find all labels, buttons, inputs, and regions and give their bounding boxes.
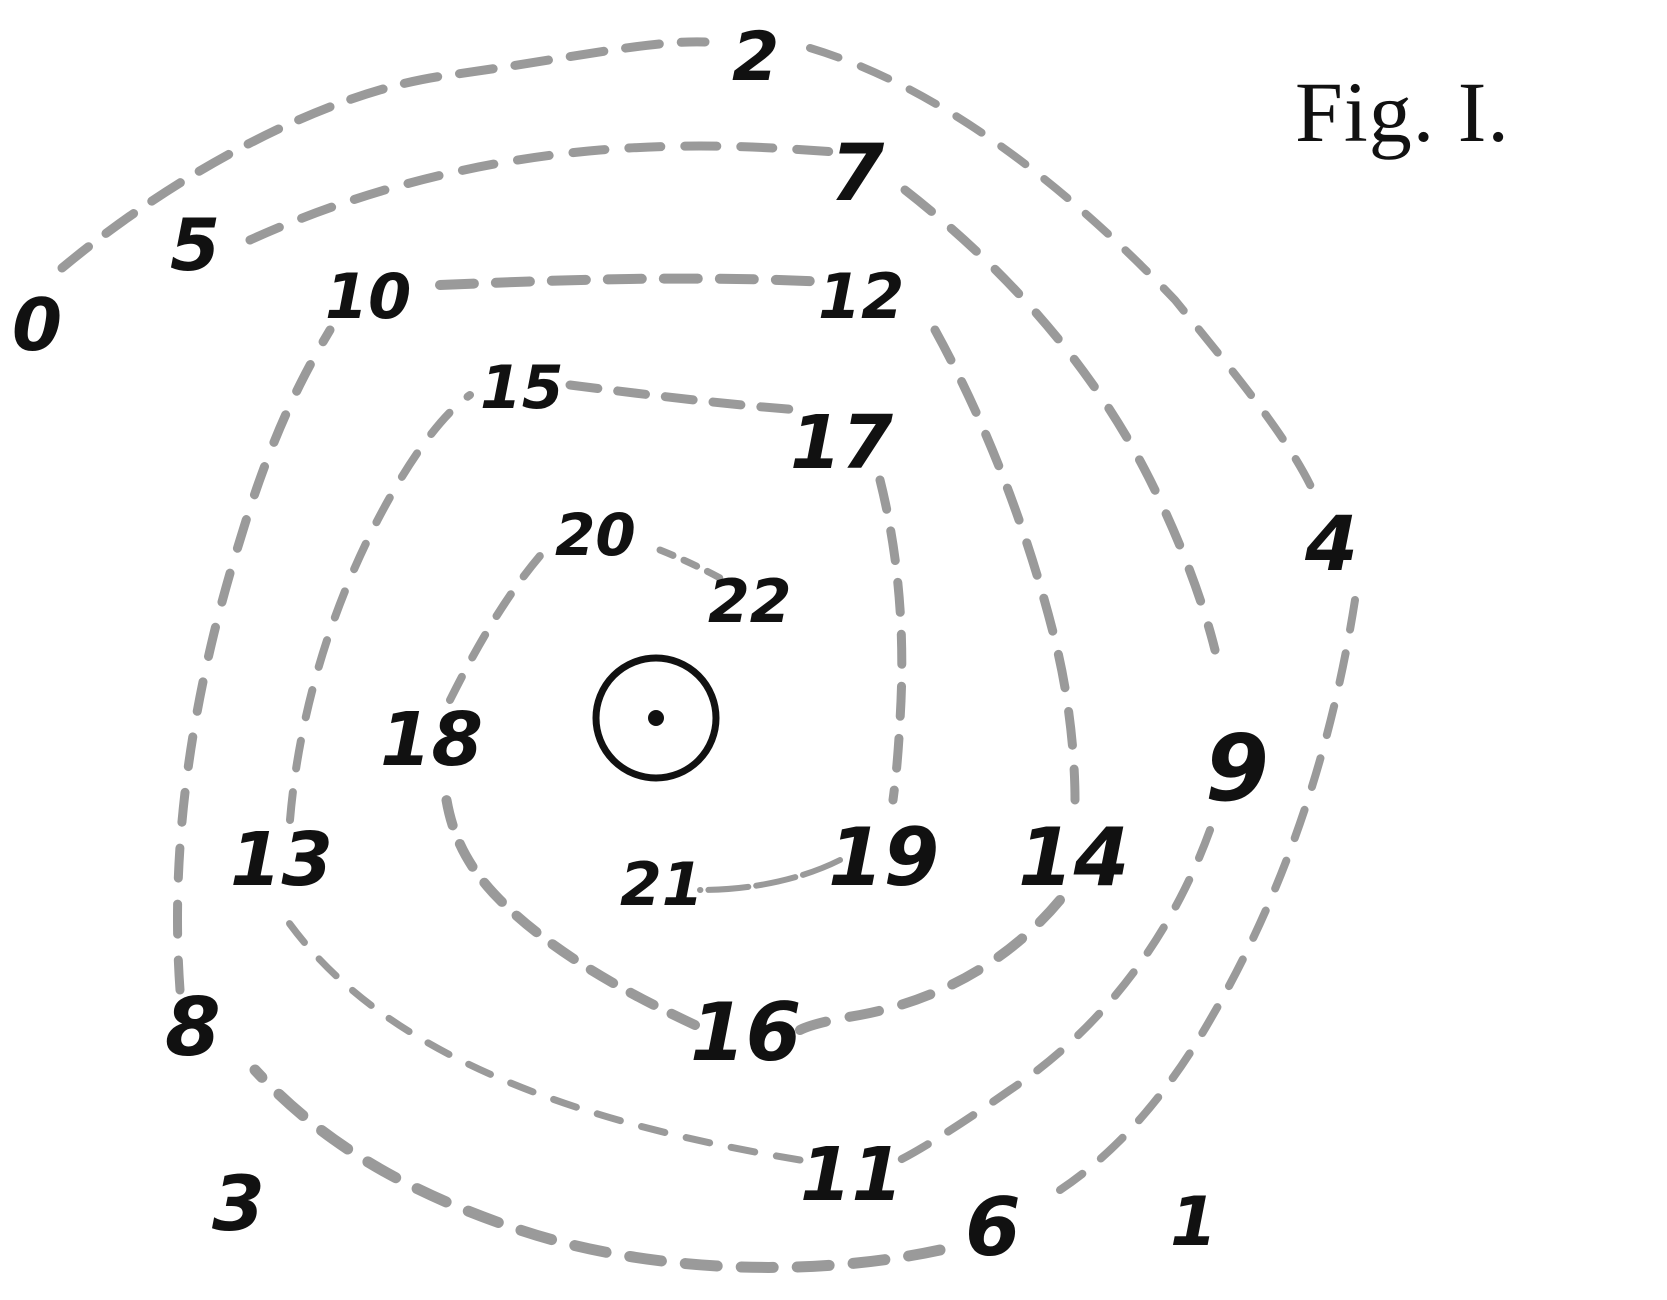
- label-9: 9: [1205, 715, 1269, 822]
- segment-6-to-8: [249, 1064, 946, 1273]
- segment-8-to-10: [173, 325, 335, 995]
- segment-7-to-9: [900, 185, 1220, 655]
- label-18: 18: [380, 697, 483, 783]
- segment-15-to-17: [565, 380, 805, 415]
- sun-outer-ring: [592, 654, 720, 782]
- label-1: 1: [1170, 1183, 1217, 1262]
- segment-14-to-16: [795, 895, 1065, 1035]
- node-labels: 0 1 2 3 4 5 6 7 8 9 10 11 12 13 14 15 16…: [12, 18, 1358, 1274]
- segment-20-to-22: [656, 546, 724, 582]
- label-11: 11: [800, 1132, 903, 1218]
- figure-title: Fig. I.: [1295, 64, 1510, 160]
- segment-10-to-12: [435, 273, 835, 290]
- label-21: 21: [620, 850, 704, 920]
- segment-0-to-2: [57, 37, 710, 273]
- label-12: 12: [818, 260, 904, 333]
- label-20: 20: [555, 501, 636, 569]
- segment-18-to-20: [446, 546, 549, 704]
- label-16: 16: [690, 986, 801, 1079]
- label-5: 5: [170, 203, 220, 287]
- label-19: 19: [828, 811, 939, 904]
- segment-4-to-6: [1056, 596, 1359, 1194]
- label-4: 4: [1304, 499, 1358, 588]
- segment-16-to-18: [440, 785, 700, 1030]
- label-3: 3: [212, 1159, 265, 1248]
- label-2: 2: [732, 18, 779, 97]
- segment-2-to-4: [806, 44, 1319, 499]
- segment-11-to-13: [276, 906, 804, 1164]
- segment-19-to-21: [697, 857, 843, 893]
- label-14: 14: [1018, 811, 1129, 904]
- label-17: 17: [790, 400, 893, 486]
- label-8: 8: [165, 981, 221, 1074]
- spiral-path: [57, 37, 1359, 1273]
- segment-13-to-15: [286, 391, 474, 824]
- label-10: 10: [325, 260, 411, 333]
- label-6: 6: [965, 1181, 1021, 1274]
- label-7: 7: [830, 129, 885, 219]
- label-22: 22: [708, 567, 792, 637]
- segment-5-to-7: [245, 141, 840, 245]
- sun-center-dot: [648, 710, 664, 726]
- label-13: 13: [230, 817, 333, 903]
- segment-12-to-14: [930, 325, 1080, 805]
- label-0: 0: [12, 283, 62, 367]
- segment-9-to-11: [896, 826, 1214, 1164]
- segment-17-to-19: [875, 475, 907, 805]
- label-15: 15: [480, 353, 564, 423]
- sun-symbol: [592, 654, 720, 782]
